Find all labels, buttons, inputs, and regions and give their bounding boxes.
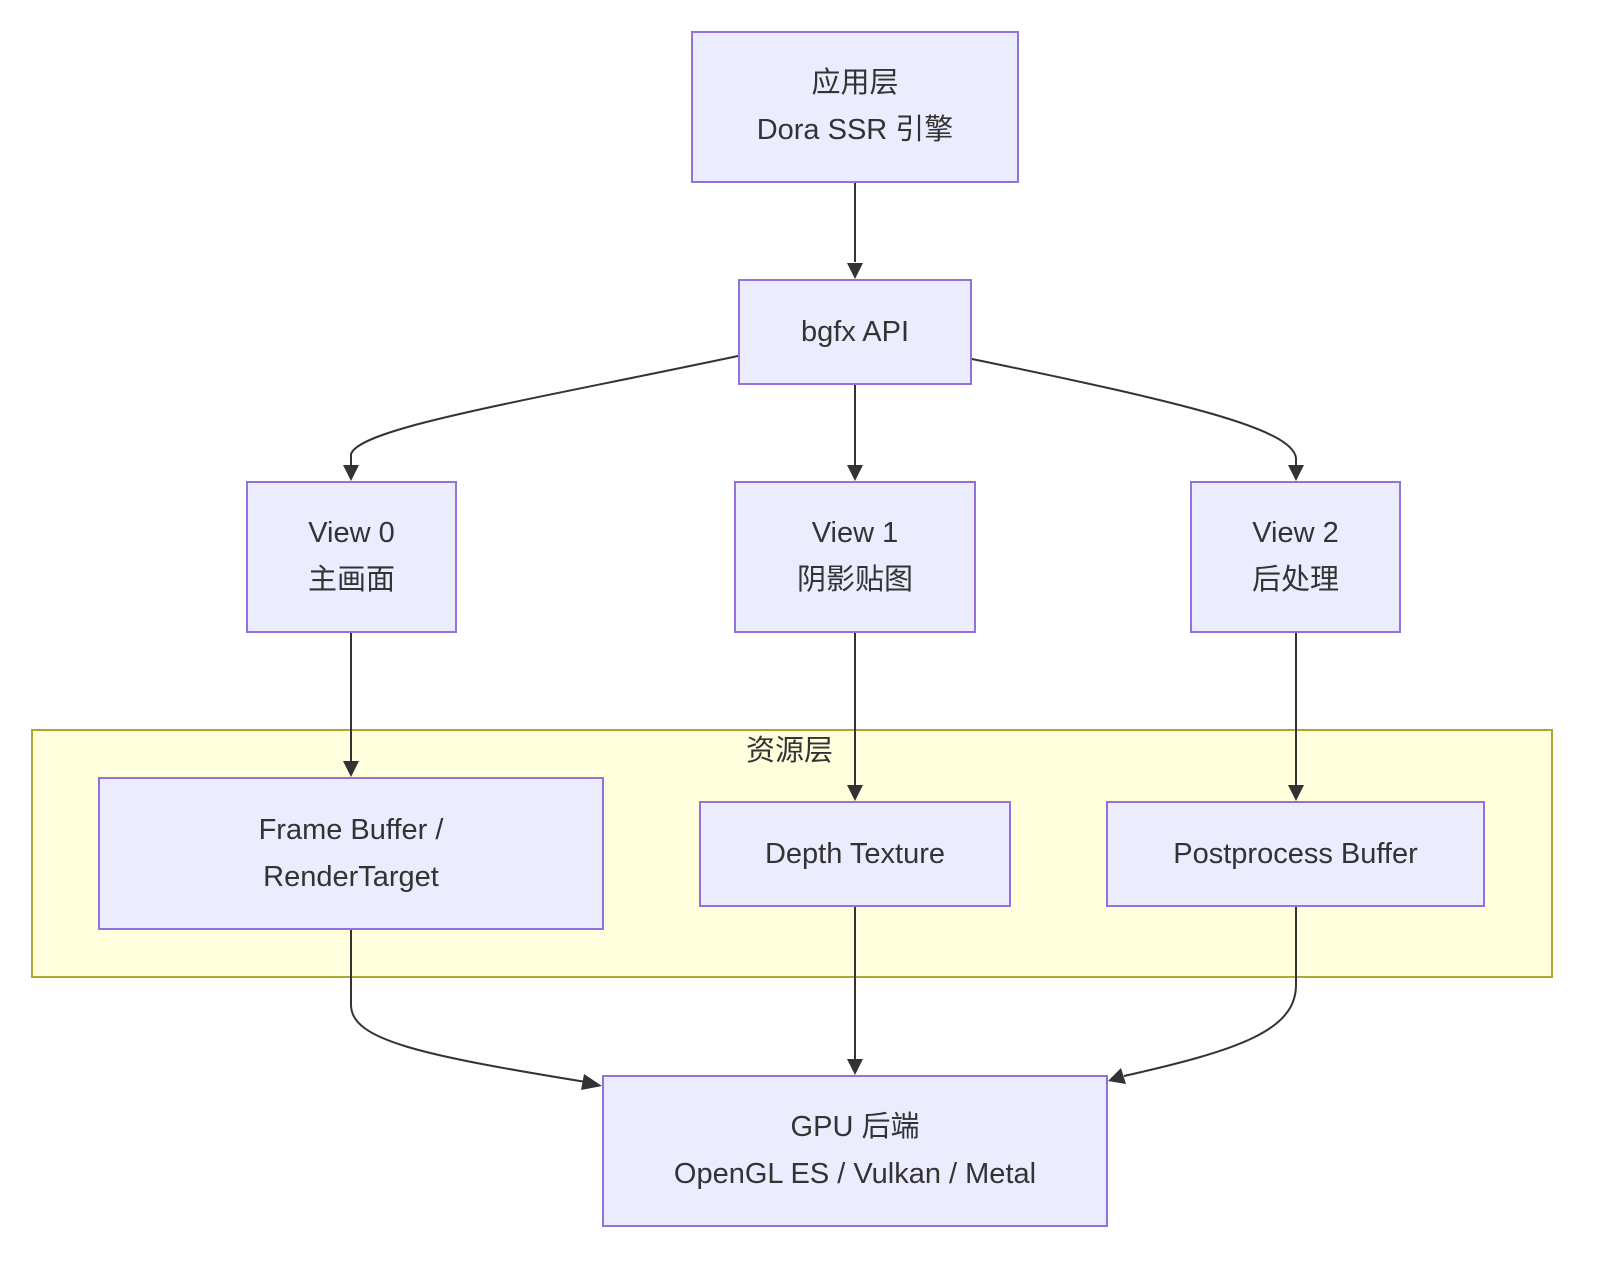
node-app-layer[interactable]: 应用层 Dora SSR 引擎 [691,31,1019,183]
edge-bgfx-to-view2 [971,358,1297,465]
node-view-0-subtitle: 主画面 [307,564,395,596]
node-view-2-subtitle: 后处理 [1251,564,1339,596]
node-gpu-backend[interactable]: GPU 后端 OpenGL ES / Vulkan / Metal [602,1075,1108,1227]
arrowhead-bgfx-to-view2 [1288,465,1304,481]
arrowhead-bgfx-to-view1 [847,465,863,481]
node-app-layer-title: 应用层 [811,67,899,99]
node-view-0[interactable]: View 0 主画面 [246,481,457,633]
node-postprocess-buffer[interactable]: Postprocess Buffer [1106,801,1485,907]
node-view-1-subtitle: 阴影贴图 [796,564,913,596]
node-gpu-backend-subtitle: OpenGL ES / Vulkan / Metal [673,1158,1037,1190]
node-gpu-backend-title: GPU 后端 [790,1111,920,1143]
node-view-2[interactable]: View 2 后处理 [1190,481,1401,633]
node-frame-buffer[interactable]: Frame Buffer / RenderTarget [98,777,604,930]
node-view-1[interactable]: View 1 阴影贴图 [734,481,976,633]
node-view-0-title: View 0 [308,517,395,549]
node-frame-buffer-line-2: RenderTarget [263,860,439,893]
node-frame-buffer-line-1: Frame Buffer / [258,813,444,846]
node-depth-texture-title: Depth Texture [764,837,946,870]
node-depth-texture[interactable]: Depth Texture [699,801,1011,907]
arrowhead-bgfx-to-view0 [343,465,359,481]
node-app-layer-subtitle: Dora SSR 引擎 [756,114,954,146]
arrowhead-depth-to-gpu [847,1059,863,1075]
node-view-2-title: View 2 [1252,517,1339,549]
arrowhead-framebuffer-to-gpu [581,1074,602,1090]
node-bgfx-api[interactable]: bgfx API [738,279,972,385]
arrowhead-postprocess-to-gpu [1108,1068,1126,1084]
cluster-resource-layer-label: 资源层 [746,735,834,767]
node-postprocess-buffer-title: Postprocess Buffer [1173,837,1418,870]
edge-bgfx-to-view0 [350,355,739,465]
node-bgfx-api-title: bgfx API [800,315,909,348]
node-view-1-title: View 1 [811,517,899,549]
arrowhead-app-to-bgfx [847,263,863,279]
